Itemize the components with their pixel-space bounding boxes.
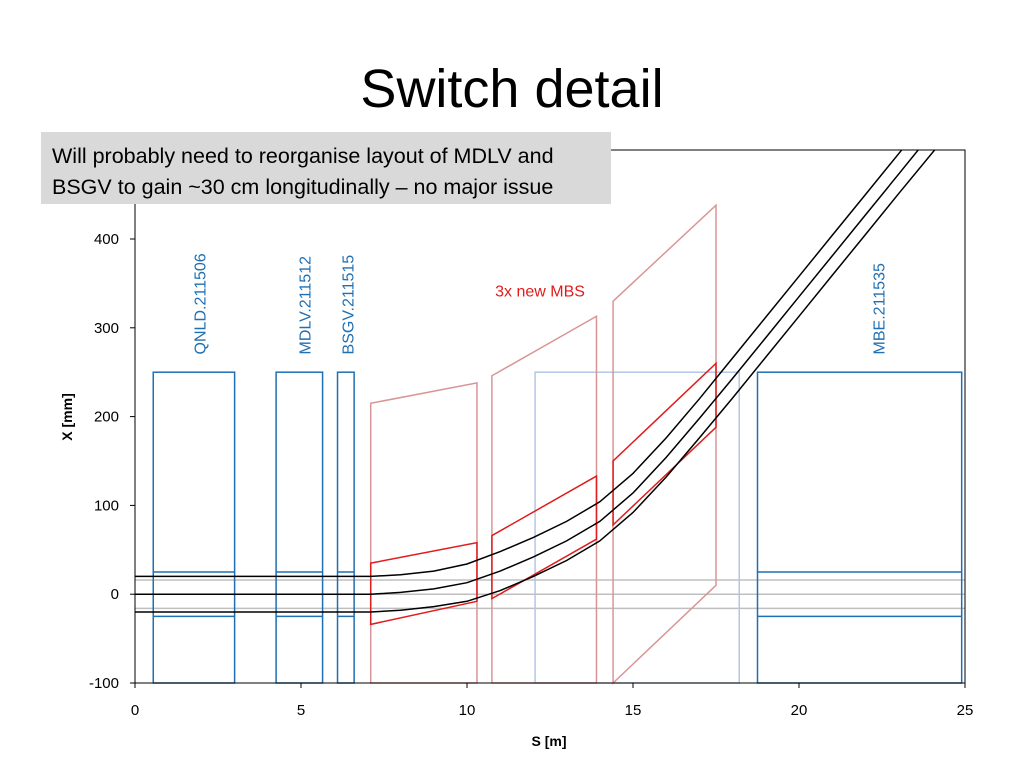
callout-note: Will probably need to reorganise layout … xyxy=(41,132,611,204)
slide-title: Switch detail xyxy=(360,59,664,119)
y-tick-label-400: 400 xyxy=(94,231,119,248)
new-mbs-outline-2 xyxy=(491,314,598,684)
new-mbs-annotation: 3x new MBS xyxy=(495,284,585,301)
y-tick-label-300: 300 xyxy=(94,320,119,337)
x-tick-label-20: 20 xyxy=(791,702,808,719)
plot-frame xyxy=(134,149,966,684)
y-tick-label--100: -100 xyxy=(89,675,119,692)
aperture-box xyxy=(534,371,740,684)
new-mbs-outline-1 xyxy=(369,381,478,684)
new-mbs-outline-3 xyxy=(612,203,717,685)
y-tick-label-100: 100 xyxy=(94,497,119,514)
beam-trajectory-0 xyxy=(135,150,903,578)
y-tick-label-0: 0 xyxy=(111,586,119,603)
y-tick-label-200: 200 xyxy=(94,409,119,426)
y-axis-title: X [mm] xyxy=(59,393,75,440)
element-mbe-211535 xyxy=(756,371,963,684)
callout-line-2: BSGV to gain ~30 cm longitudinally – no … xyxy=(52,175,554,199)
new-mbs-aperture-2 xyxy=(491,474,598,600)
x-tick-label-10: 10 xyxy=(459,702,476,719)
element-label-qnld-211506: QNLD.211506 xyxy=(193,253,210,354)
element-qnld-211506 xyxy=(152,371,236,684)
x-tick-label-5: 5 xyxy=(297,702,305,719)
element-label-bsgv-211515: BSGV.211515 xyxy=(340,255,357,355)
element-label-mbe-211535: MBE.211535 xyxy=(872,263,889,354)
new-mbs-aperture-1 xyxy=(369,541,478,626)
beam-trajectory-2 xyxy=(135,150,936,613)
element-bsgv-211515 xyxy=(336,371,355,684)
x-tick-label-0: 0 xyxy=(131,702,139,719)
callout-line-1: Will probably need to reorganise layout … xyxy=(52,144,554,168)
element-label-mdlv-211512: MDLV.211512 xyxy=(297,256,314,355)
x-tick-label-25: 25 xyxy=(957,702,974,719)
beam-trajectory-1 xyxy=(135,150,920,595)
x-tick-label-15: 15 xyxy=(625,702,642,719)
element-mdlv-211512 xyxy=(275,371,324,684)
x-axis-title: S [m] xyxy=(532,733,567,749)
new-mbs-aperture-3 xyxy=(612,361,717,527)
